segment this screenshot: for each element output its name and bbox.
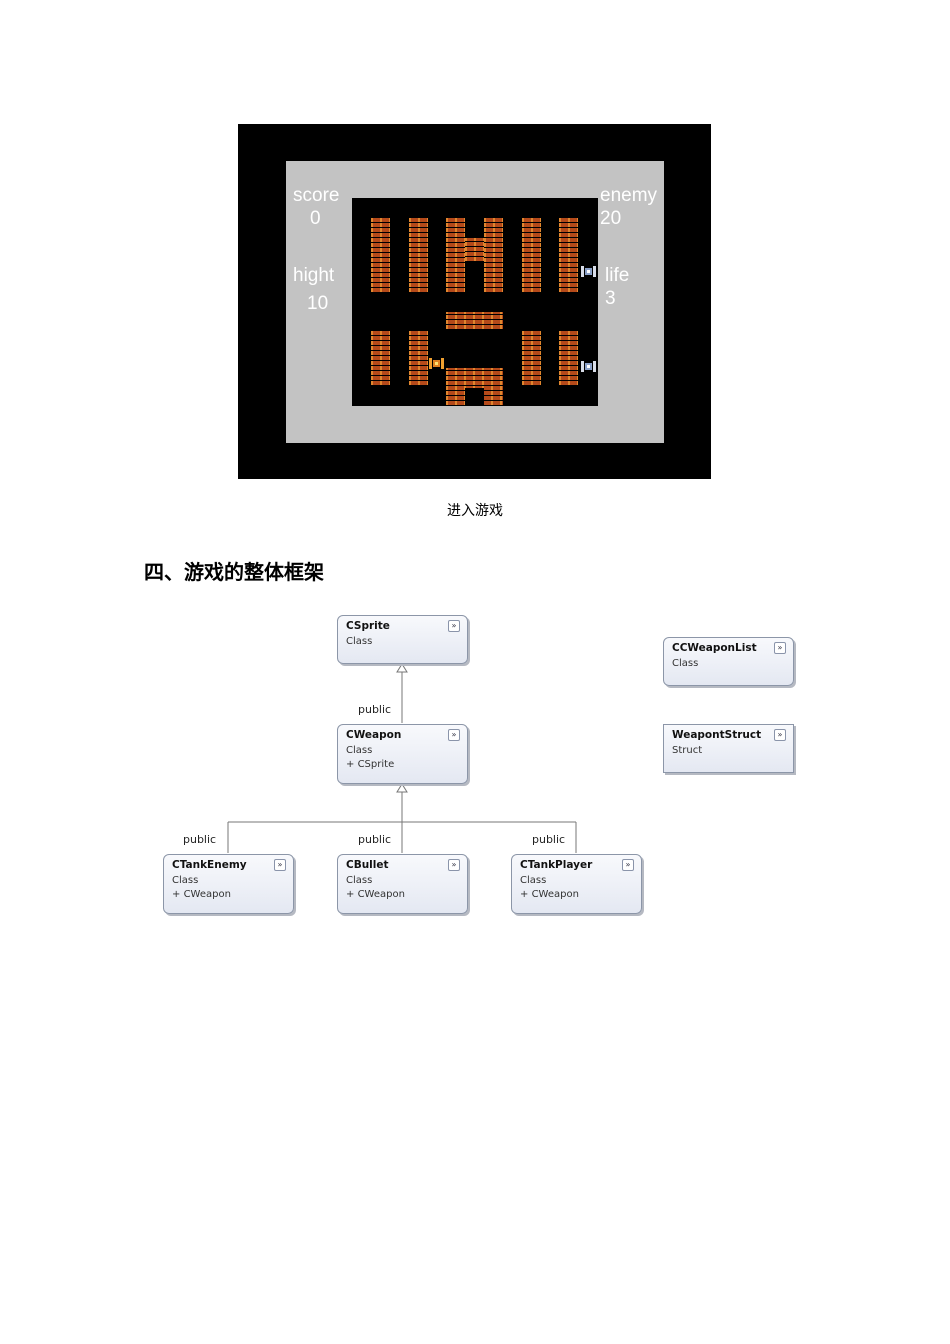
inherit-icon: + <box>172 889 181 900</box>
expand-icon[interactable]: » <box>448 729 460 741</box>
inherit-icon: + <box>520 889 529 900</box>
class-name: CCWeaponList <box>672 642 757 654</box>
struct-box-weapontstruct[interactable]: WeapontStruct Struct » <box>663 724 794 773</box>
score-value: 0 <box>310 208 321 229</box>
class-kind: Class <box>672 658 699 669</box>
class-box-ctankenemy[interactable]: CTankEnemy Class + CWeapon » <box>163 854 294 914</box>
brick-wall <box>559 218 578 293</box>
class-kind: Class <box>346 636 373 647</box>
brick-wall <box>465 238 484 262</box>
expand-icon[interactable]: » <box>274 859 286 871</box>
class-base: + CWeapon <box>346 889 405 900</box>
relation-label: public <box>358 833 392 846</box>
figure-caption: 进入游戏 <box>447 503 503 519</box>
class-box-cweapon[interactable]: CWeapon Class + CSprite » <box>337 724 468 784</box>
enemy-label: enemy <box>600 185 658 206</box>
brick-wall <box>371 218 390 293</box>
life-label: life <box>605 265 630 286</box>
relation-label: public <box>183 833 217 846</box>
enemy-tank-icon <box>581 361 596 372</box>
class-base: + CWeapon <box>172 889 231 900</box>
brick-wall <box>522 218 541 293</box>
hight-label: hight <box>293 265 335 286</box>
expand-icon[interactable]: » <box>774 642 786 654</box>
class-box-ctankplayer[interactable]: CTankPlayer Class + CWeapon » <box>511 854 642 914</box>
class-box-csprite[interactable]: CSprite Class » <box>337 615 468 664</box>
base-class-name: CWeapon <box>183 889 231 900</box>
expand-icon[interactable]: » <box>448 859 460 871</box>
expand-icon[interactable]: » <box>622 859 634 871</box>
player-tank-icon <box>429 358 444 369</box>
expand-icon[interactable]: » <box>448 620 460 632</box>
relation-label: public <box>358 703 392 716</box>
inherit-icon: + <box>346 759 355 770</box>
game-screenshot: score 0 hight 10 enemy 20 life 3 <box>238 124 711 479</box>
class-kind: Class <box>172 875 199 886</box>
inherit-icon: + <box>346 889 355 900</box>
class-name: CSprite <box>346 620 390 632</box>
class-name: CTankPlayer <box>520 859 593 871</box>
enemy-value: 20 <box>600 208 622 229</box>
class-name: CTankEnemy <box>172 859 247 871</box>
game-arena <box>352 198 598 406</box>
class-box-cbullet[interactable]: CBullet Class + CWeapon » <box>337 854 468 914</box>
brick-wall <box>559 330 578 386</box>
class-kind: Class <box>346 745 373 756</box>
relation-label: public <box>532 833 566 846</box>
hight-value: 10 <box>307 293 329 314</box>
class-name: WeapontStruct <box>672 729 762 741</box>
base-class-name: CWeapon <box>531 889 579 900</box>
base-class-name: CWeapon <box>357 889 405 900</box>
brick-wall <box>446 368 503 406</box>
class-base: + CWeapon <box>520 889 579 900</box>
class-name: CWeapon <box>346 729 402 741</box>
base-class-name: CSprite <box>357 759 395 770</box>
class-base: + CSprite <box>346 759 394 770</box>
brick-wall <box>484 218 503 293</box>
base-gap <box>465 388 484 406</box>
brick-wall <box>371 330 390 386</box>
enemy-tank-icon <box>581 266 596 277</box>
brick-wall <box>522 330 541 386</box>
class-box-ccweaponlist[interactable]: CCWeaponList Class » <box>663 637 794 686</box>
brick-wall <box>446 312 503 330</box>
section-heading: 四、游戏的整体框架 <box>144 560 324 584</box>
class-kind: Struct <box>672 745 703 756</box>
class-kind: Class <box>346 875 373 886</box>
brick-wall <box>409 218 428 293</box>
brick-wall <box>446 218 465 293</box>
class-kind: Class <box>520 875 547 886</box>
brick-wall <box>409 330 428 386</box>
score-label: score <box>293 185 340 206</box>
life-value: 3 <box>605 288 616 309</box>
class-name: CBullet <box>346 859 389 871</box>
expand-icon[interactable]: » <box>774 729 786 741</box>
